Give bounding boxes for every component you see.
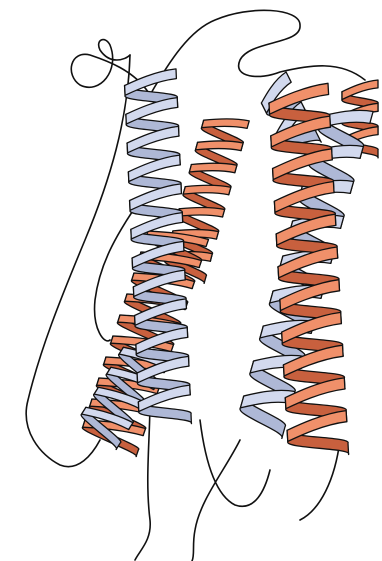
helix-h2-front-3 — [183, 185, 231, 195]
helix-h8-front-0 — [342, 80, 378, 100]
helix-h2-front-2 — [189, 163, 237, 173]
loop-top-long — [150, 10, 365, 95]
helix-h2-front-0 — [202, 119, 250, 129]
helix-h2-front-1 — [196, 141, 244, 151]
loop-bottom-middle — [200, 420, 270, 506]
helix-group — [81, 69, 378, 457]
loop-bottom-right — [192, 440, 240, 561]
helix-h2-front-4 — [177, 207, 225, 217]
loop-right-bottom — [300, 440, 340, 520]
